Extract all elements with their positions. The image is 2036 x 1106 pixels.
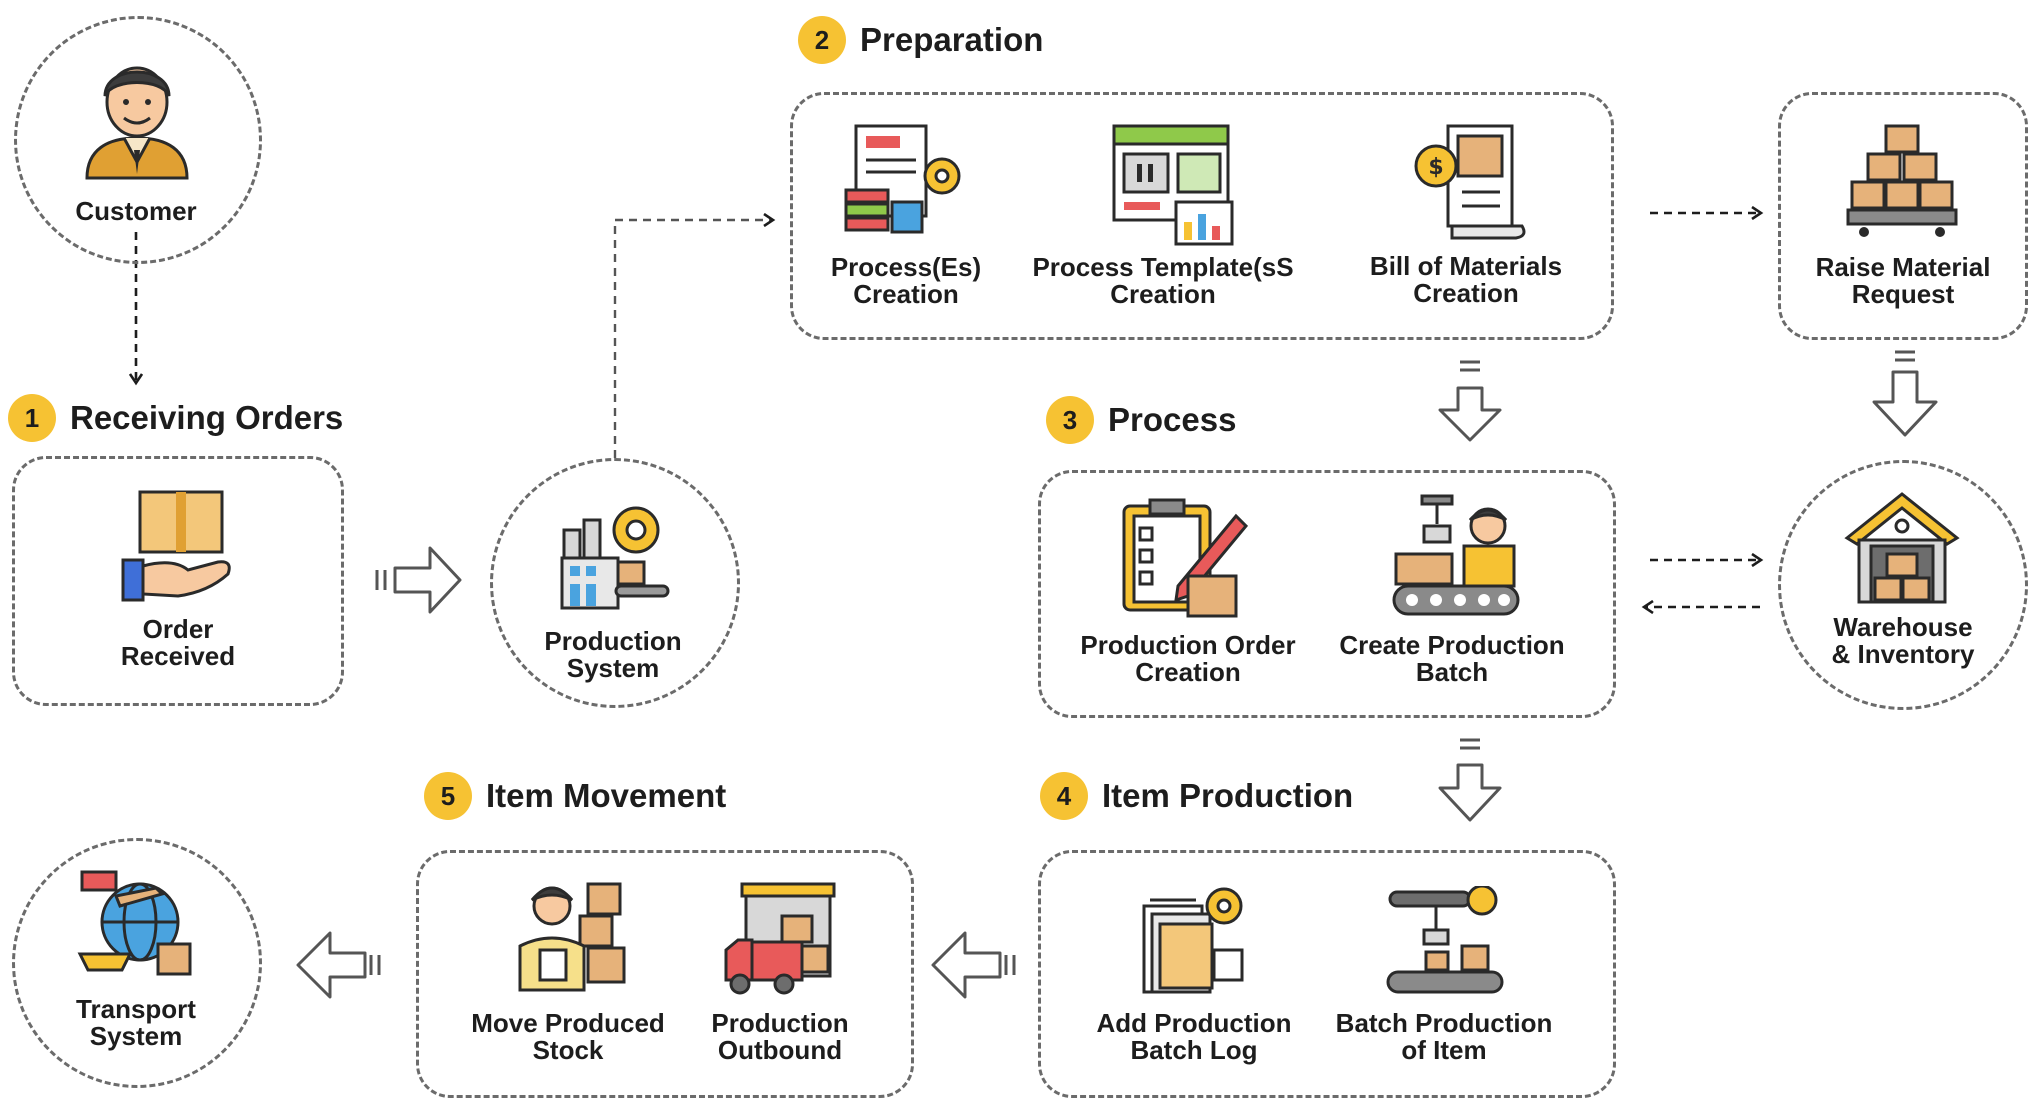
production-system-label: Production System [544, 626, 682, 683]
preparation-box [790, 92, 1614, 340]
bill-of-materials-icon: $ [1414, 124, 1526, 240]
batch-log-icon [1142, 887, 1244, 994]
customer-label: Customer [75, 196, 197, 226]
conveyor-robot-icon [1386, 886, 1504, 994]
step-badge-5: 5 [424, 772, 472, 820]
raise-material-label: Raise Material Request [1815, 252, 1991, 309]
big-arrow-left-item-production [931, 931, 1016, 999]
conveyor-robot-label: Batch Production of Item [1335, 1008, 1553, 1065]
process-heading: 3 Process [1046, 396, 1236, 444]
customer-avatar-icon [85, 66, 189, 180]
production-batch-icon [1392, 494, 1520, 616]
order-received-icon [121, 490, 231, 602]
item-production-box [1038, 850, 1616, 1098]
big-arrow-down-preparation [1438, 360, 1502, 442]
process-box [1038, 470, 1616, 718]
receiving-heading: 1 Receiving Orders [8, 394, 343, 442]
transport-label: Transport System [76, 994, 196, 1051]
step-badge-3: 3 [1046, 396, 1094, 444]
big-arrow-left-item-movement [296, 931, 381, 999]
process-title: Process [1108, 401, 1237, 438]
raise-material-box [1778, 92, 2028, 340]
process-creation-label: Process(Es) Creation [830, 252, 982, 309]
customer-node [14, 16, 262, 264]
warehouse-node [1778, 460, 2028, 710]
svg-text:$: $ [1428, 155, 1443, 180]
production-order-icon [1122, 498, 1249, 618]
item-production-title: Item Production [1102, 777, 1354, 814]
item-movement-box [416, 850, 914, 1098]
bill-of-materials-label: Bill of Materials Creation [1369, 251, 1563, 308]
step-badge-4: 4 [1040, 772, 1088, 820]
worker-stock-icon [518, 882, 626, 992]
production-order-label: Production Order Creation [1080, 630, 1296, 687]
receiving-title: Receiving Orders [70, 399, 344, 436]
item-movement-title: Item Movement [486, 777, 727, 814]
process-template-icon [1112, 124, 1234, 246]
receiving-box [12, 456, 344, 706]
production-system-node [490, 458, 740, 708]
process-template-label: Process Template(sS Creation [1032, 252, 1294, 309]
big-arrow-right-receiving [375, 546, 462, 614]
batch-log-label: Add Production Batch Log [1096, 1008, 1292, 1065]
preparation-heading: 2 Preparation [798, 16, 1043, 64]
production-factory-icon [560, 506, 670, 610]
move-stock-label: Move Produced Stock [471, 1008, 665, 1065]
item-production-heading: 4 Item Production [1040, 772, 1353, 820]
arrow-production-to-preparation [613, 220, 772, 458]
step-badge-2: 2 [798, 16, 846, 64]
process-creation-icon [844, 124, 961, 234]
preparation-title: Preparation [860, 21, 1044, 58]
delivery-truck-icon [724, 882, 836, 995]
production-outbound-label: Production Outbound [711, 1008, 849, 1065]
transport-node [12, 838, 262, 1088]
material-boxes-icon [1846, 124, 1958, 237]
order-received-label: Order Received [120, 614, 236, 671]
step-badge-1: 1 [8, 394, 56, 442]
transport-globe-icon [77, 870, 192, 976]
item-movement-heading: 5 Item Movement [424, 772, 726, 820]
production-batch-label: Create Production Batch [1339, 630, 1565, 687]
warehouse-icon [1844, 492, 1960, 604]
big-arrow-down-process [1438, 738, 1502, 822]
big-arrow-down-material [1872, 350, 1938, 437]
warehouse-label: Warehouse & Inventory [1831, 612, 1975, 669]
